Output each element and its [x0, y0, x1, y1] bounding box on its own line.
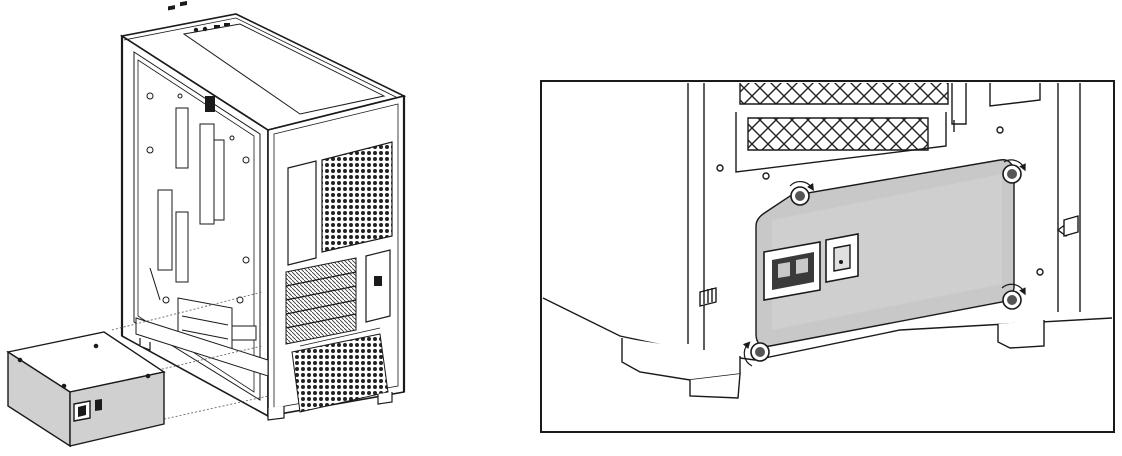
thumbscrew-top-left [789, 180, 814, 206]
psu-ac-inlet [73, 400, 91, 422]
rear-mesh-vent [321, 141, 393, 253]
psu-shroud [135, 317, 269, 377]
alignment-guide-lines [111, 291, 269, 421]
side-thumbscrew-right [1063, 215, 1079, 237]
top-glass-area [182, 23, 386, 115]
case-foot-left [621, 338, 741, 381]
case-foot-front [267, 406, 285, 421]
power-supply-unit [6, 331, 166, 448]
psu-side-face [69, 371, 165, 447]
power-switch [825, 233, 859, 283]
closeup-panel [540, 80, 1115, 433]
case-illustration [119, 1, 407, 421]
psu-power-switch [95, 399, 102, 411]
pci-slots [285, 257, 357, 345]
case-foot-rear [377, 392, 393, 405]
pci-slot-covers [735, 83, 1041, 173]
side-thumbscrew-left [699, 287, 717, 307]
thumbscrew-bottom-right [1001, 283, 1026, 310]
thumbscrew-top-right [1002, 159, 1026, 184]
thumbscrew-bottom-left [742, 341, 770, 367]
interior-details [135, 92, 269, 377]
case-foot-right [997, 320, 1045, 349]
io-ports [168, 1, 230, 33]
ac-power-inlet [763, 241, 821, 301]
psu-bay-mesh [291, 333, 389, 413]
